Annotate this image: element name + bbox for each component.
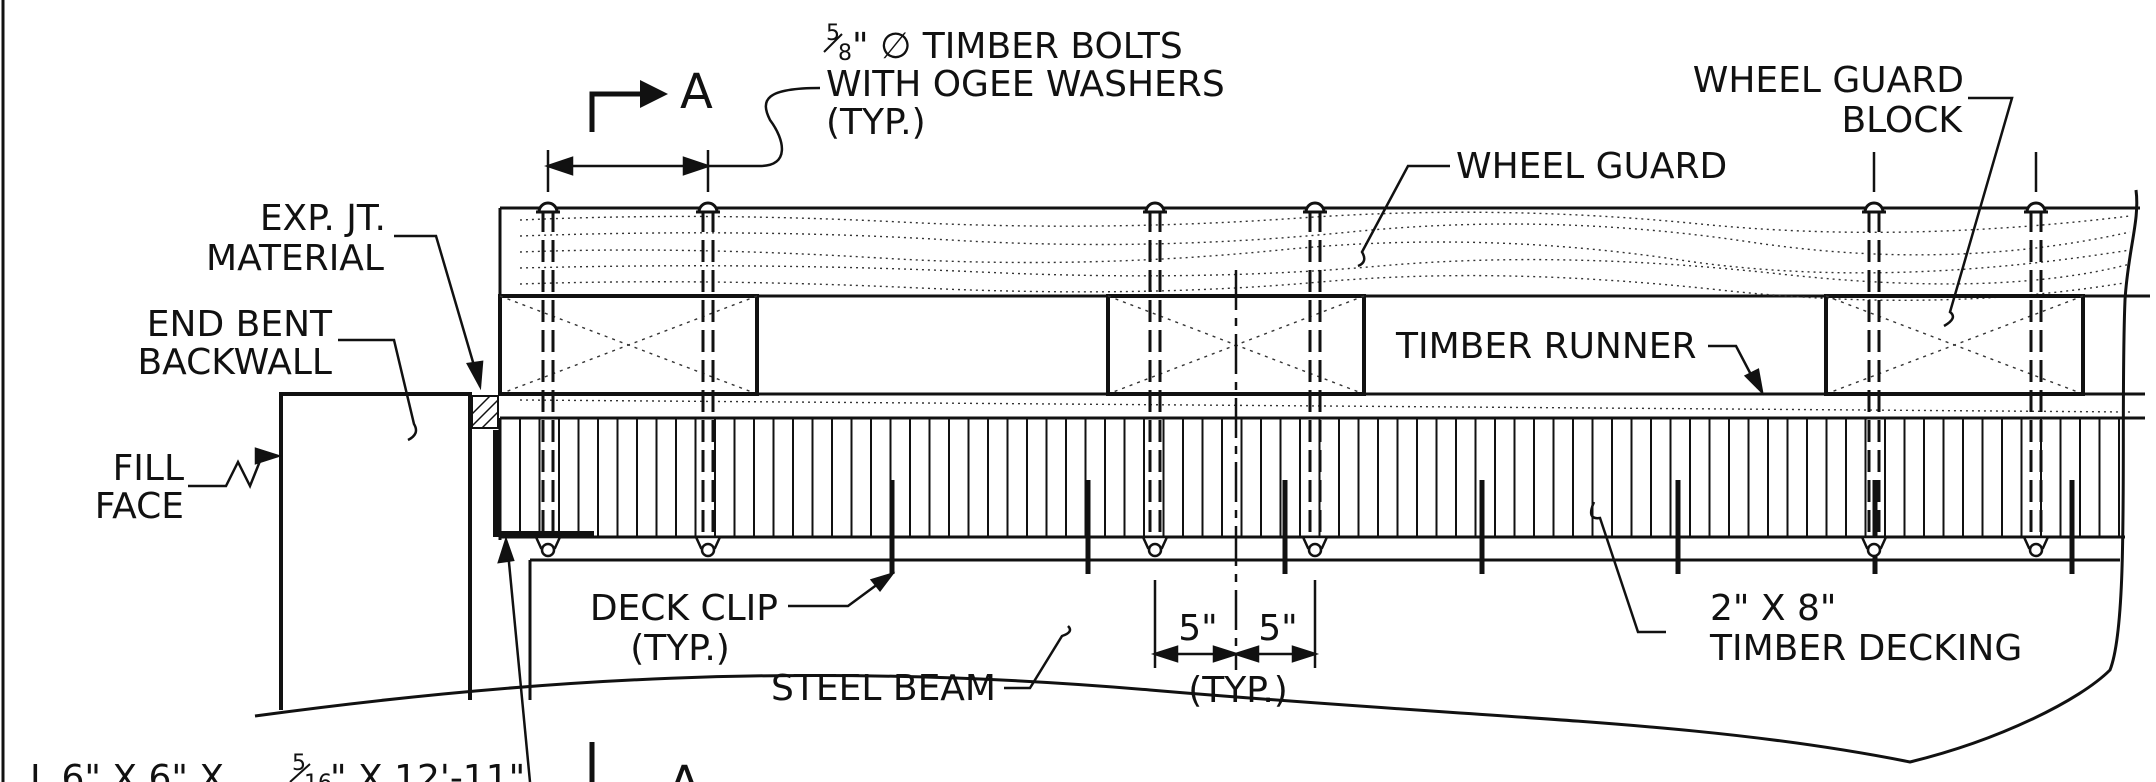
bolt-nut bbox=[1307, 542, 1323, 558]
wheel-guard bbox=[498, 206, 2150, 301]
label-wheel-guard-block-1: WHEEL GUARD bbox=[1693, 60, 1964, 101]
angle-frac-den: 16 bbox=[304, 771, 332, 782]
bolt-line2: WITH OGEE WASHERS bbox=[826, 64, 1225, 105]
label-dim-right: 5" bbox=[1258, 608, 1297, 649]
steel-beam bbox=[528, 480, 2120, 700]
ogee-washer bbox=[1860, 535, 1888, 550]
bolt-frac-den: 8 bbox=[838, 41, 852, 66]
section-a-marker-top bbox=[589, 80, 668, 132]
bolt-spacing-dimension bbox=[544, 86, 821, 192]
section-marker-label-bottom: A bbox=[668, 756, 701, 782]
bolt-nut bbox=[2028, 542, 2044, 558]
ogee-washer bbox=[694, 535, 722, 550]
timber-bolt bbox=[2022, 201, 2050, 558]
timber-bolt bbox=[534, 201, 562, 558]
label-end-bent-2: BACKWALL bbox=[137, 342, 332, 383]
label-fill-face-2: FACE bbox=[95, 486, 184, 527]
label-end-bent-1: END BENT bbox=[147, 304, 333, 345]
timber-bolt bbox=[1141, 201, 1169, 558]
label-exp-jt-2: MATERIAL bbox=[206, 238, 384, 279]
ogee-washer bbox=[1301, 535, 1329, 550]
timber-bolts bbox=[534, 201, 2050, 558]
timber-bolt bbox=[1860, 201, 1888, 558]
ogee-washer bbox=[2022, 535, 2050, 550]
label-steel-beam: STEEL BEAM bbox=[771, 668, 996, 709]
label-timber-decking-1: 2" X 8" bbox=[1710, 588, 1836, 629]
bolt-nut bbox=[1147, 542, 1163, 558]
ogee-washer bbox=[1141, 535, 1169, 550]
angle-pre: L 6" X 6" X bbox=[30, 758, 224, 782]
label-timber-bolts: 5 8 " ∅ TIMBER BOLTS WITH OGEE WASHERS (… bbox=[823, 21, 1225, 143]
label-deck-clip-2: (TYP.) bbox=[630, 628, 730, 669]
label-dim-typ: (TYP.) bbox=[1188, 670, 1288, 711]
label-angle: L 6" X 6" X 5 16 " X 12'-11" bbox=[30, 751, 525, 782]
label-timber-runner: TIMBER RUNNER bbox=[1395, 326, 1697, 367]
label-wheel-guard-block-2: BLOCK bbox=[1841, 100, 1963, 141]
bolt-line1: " ∅ TIMBER BOLTS bbox=[852, 26, 1183, 67]
timber-bolt bbox=[1301, 201, 1329, 558]
leaders bbox=[188, 96, 2038, 782]
label-timber-decking-2: TIMBER DECKING bbox=[1709, 628, 2022, 669]
break-line bbox=[254, 189, 2139, 764]
center-dimension bbox=[1150, 270, 1320, 670]
bolt-nut bbox=[540, 542, 556, 558]
end-bent-backwall bbox=[279, 392, 594, 710]
label-exp-jt-1: EXP. JT. bbox=[260, 198, 386, 239]
wheel-guard-blocks bbox=[498, 294, 2085, 396]
timber-runner bbox=[500, 392, 2145, 420]
label-dim-left: 5" bbox=[1178, 608, 1217, 649]
label-wheel-guard: WHEEL GUARD bbox=[1456, 146, 1727, 187]
angle-post: " X 12'-11" bbox=[330, 758, 525, 782]
bolt-line3: (TYP.) bbox=[826, 102, 926, 143]
ogee-washer bbox=[534, 535, 562, 550]
label-fill-face-1: FILL bbox=[113, 448, 184, 489]
label-deck-clip-1: DECK CLIP bbox=[590, 588, 778, 629]
bolt-nut bbox=[1866, 542, 1882, 558]
bolt-nut bbox=[700, 542, 716, 558]
timber-bolt bbox=[694, 201, 722, 558]
timber-decking bbox=[498, 418, 2125, 540]
section-marker-label: A bbox=[680, 64, 713, 120]
